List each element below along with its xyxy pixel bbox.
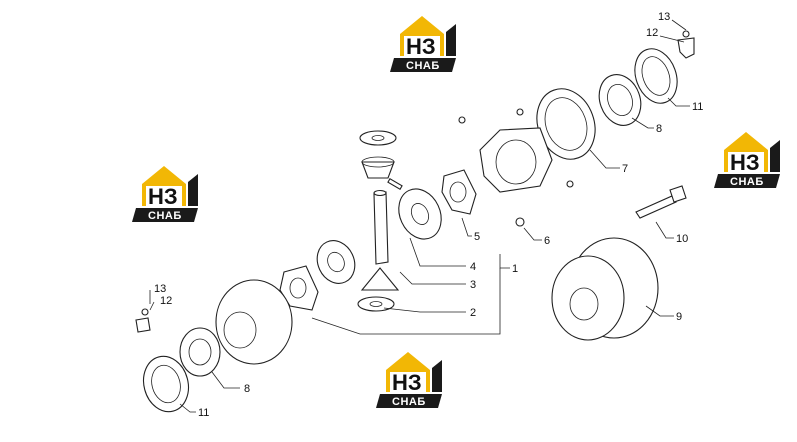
callout-7: 7 bbox=[622, 163, 628, 175]
ring-nut-part-left bbox=[142, 355, 190, 413]
logo-right: НЗ СНАБ bbox=[714, 132, 780, 188]
logo-subtitle: СНАБ bbox=[392, 396, 426, 408]
callout-11-right: 11 bbox=[692, 101, 703, 113]
ring-nut-part-right bbox=[634, 48, 678, 104]
logo-subtitle: СНАБ bbox=[730, 176, 764, 188]
case-half-upper bbox=[458, 108, 574, 193]
logo-letters: НЗ bbox=[392, 370, 422, 395]
callout-13-right: 13 bbox=[658, 11, 670, 23]
logo-subtitle: СНАБ bbox=[406, 60, 440, 72]
logo-left: НЗ СНАБ bbox=[132, 166, 198, 222]
callout-9: 9 bbox=[676, 311, 682, 323]
side-gear-part bbox=[398, 188, 442, 240]
lock-plate-part-left bbox=[135, 308, 151, 333]
screw-part-6 bbox=[515, 217, 525, 227]
thrust-washer-left bbox=[279, 265, 319, 311]
logo-letters: НЗ bbox=[406, 34, 436, 59]
small-bevel-gear-top bbox=[361, 156, 395, 179]
bevel-gear-bottom bbox=[360, 267, 400, 291]
bearing-part-left bbox=[179, 327, 221, 377]
logo-top-center: НЗ СНАБ bbox=[390, 16, 456, 72]
callout-12-right: 12 bbox=[646, 27, 658, 39]
side-gear-left bbox=[316, 240, 356, 284]
callout-8-right: 8 bbox=[656, 123, 662, 135]
differential-assembly-part bbox=[551, 237, 659, 341]
leader-lines bbox=[149, 19, 690, 413]
callout-12-left: 12 bbox=[160, 295, 172, 307]
callout-4: 4 bbox=[470, 261, 476, 273]
callout-8-left: 8 bbox=[244, 383, 250, 395]
logo-bottom-center: НЗ СНАБ bbox=[376, 352, 442, 408]
pin-part bbox=[387, 178, 403, 190]
callout-13-left: 13 bbox=[154, 283, 166, 295]
washer-part-bottom bbox=[357, 296, 395, 312]
logo-subtitle: СНАБ bbox=[148, 210, 182, 222]
sleeve-part bbox=[536, 88, 596, 160]
bearing-part-right bbox=[598, 74, 642, 126]
logo-letters: НЗ bbox=[730, 150, 760, 175]
callout-5: 5 bbox=[474, 231, 480, 243]
thrust-washer-part bbox=[441, 169, 477, 215]
callout-2: 2 bbox=[470, 307, 476, 319]
callout-3: 3 bbox=[470, 279, 476, 291]
callout-6: 6 bbox=[544, 235, 550, 247]
washer-part-top bbox=[359, 130, 397, 146]
case-half-lower bbox=[215, 279, 293, 365]
logo-letters: НЗ bbox=[148, 184, 178, 209]
shaft-part bbox=[373, 189, 389, 265]
callout-10: 10 bbox=[676, 233, 688, 245]
lock-plate-part-right bbox=[677, 30, 695, 59]
callout-1: 1 bbox=[512, 263, 518, 275]
callout-11-left: 11 bbox=[198, 407, 209, 419]
bolt-part bbox=[635, 185, 687, 219]
